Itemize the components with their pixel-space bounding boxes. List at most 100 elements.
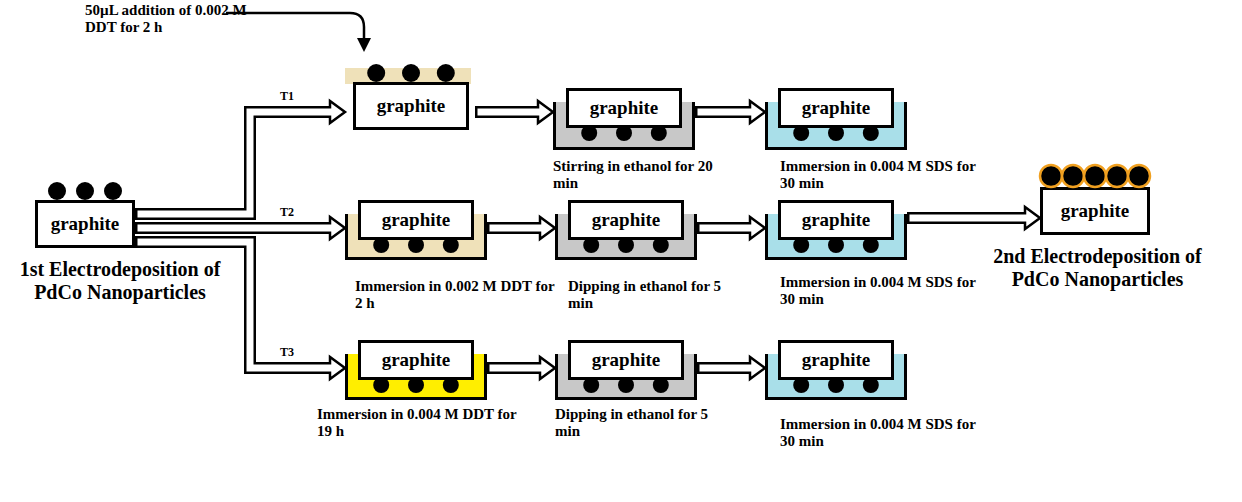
electrode-label: graphite xyxy=(35,200,135,248)
step-caption: 2nd Electrodeposition of PdCo Nanopartic… xyxy=(985,245,1210,291)
pdco-nanoparticle xyxy=(581,125,597,141)
pdco-nanoparticle xyxy=(408,237,424,253)
step-caption: Immersion in 0.004 M DDT for 19 h xyxy=(317,406,532,441)
pdco-nanoparticle xyxy=(1040,165,1062,187)
process-arrow xyxy=(135,101,345,214)
pdco-nanoparticle xyxy=(618,237,634,253)
arrow-inner xyxy=(138,112,334,214)
arrow-inner xyxy=(700,225,754,232)
pdco-nanoparticle xyxy=(104,182,122,200)
pdco-nanoparticle xyxy=(443,377,459,393)
step-caption: Immersion in 0.004 M SDS for 30 min xyxy=(780,274,985,309)
process-arrow xyxy=(695,101,765,123)
treatment-tag: T1 xyxy=(280,90,294,104)
pdco-nanoparticle xyxy=(793,125,809,141)
step-caption: Stirring in ethanol for 20 min xyxy=(553,158,713,193)
arrow-outline xyxy=(135,112,330,214)
electrode-step: graphite2nd Electrodeposition of PdCo Na… xyxy=(1040,165,1150,235)
pdco-nanoparticle xyxy=(583,377,599,393)
pdco-nanoparticle xyxy=(863,237,879,253)
pdco-nanoparticle xyxy=(443,237,459,253)
electrode-step: graphiteStirring in ethanol for 20 min xyxy=(553,88,695,150)
electrode-step: graphite xyxy=(345,58,475,130)
process-arrow xyxy=(487,357,555,379)
electrode-step: graphiteDipping in ethanol for 5 min xyxy=(555,200,697,260)
pdco-nanoparticle xyxy=(616,125,632,141)
electrode-text: graphite xyxy=(51,213,120,235)
electrode-text: graphite xyxy=(590,97,659,119)
electrode-step: graphiteImmersion in 0.004 M DDT for 19 … xyxy=(345,340,487,400)
pdco-nanoparticle xyxy=(1062,165,1084,187)
step-caption: Immersion in 0.004 M SDS for 30 min xyxy=(780,158,985,193)
pdco-nanoparticle xyxy=(48,182,66,200)
pointer-arrow xyxy=(226,13,364,40)
step-note: 50µL addition of 0.002 M DDT for 2 h xyxy=(85,2,260,37)
electrode-step: graphite1st Electrodeposition of PdCo Na… xyxy=(35,180,135,248)
process-arrow xyxy=(487,217,555,239)
pdco-nanoparticle xyxy=(367,64,385,82)
electrode-label: graphite xyxy=(358,200,474,240)
electrode-text: graphite xyxy=(1061,200,1130,222)
process-arrow xyxy=(697,357,765,379)
treatment-tag: T2 xyxy=(280,206,294,220)
process-arrow xyxy=(907,207,1040,229)
step-caption: Immersion in 0.002 M DDT for 2 h xyxy=(355,278,555,313)
pdco-nanoparticle xyxy=(828,237,844,253)
process-arrow xyxy=(475,101,553,123)
electrode-label: graphite xyxy=(1040,187,1150,235)
pdco-nanoparticle xyxy=(653,237,669,253)
process-arrow xyxy=(697,217,765,239)
electrode-label: graphite xyxy=(568,200,684,240)
electrode-label: graphite xyxy=(778,88,894,128)
pdco-nanoparticle xyxy=(437,64,455,82)
pdco-nanoparticle xyxy=(828,377,844,393)
electrode-text: graphite xyxy=(377,95,446,117)
pdco-nanoparticle xyxy=(373,237,389,253)
pdco-nanoparticle xyxy=(653,377,669,393)
pdco-nanoparticle xyxy=(1128,165,1150,187)
pdco-nanoparticle xyxy=(863,377,879,393)
pdco-nanoparticle xyxy=(373,377,389,393)
electrode-text: graphite xyxy=(382,209,451,231)
arrow-inner xyxy=(490,225,544,232)
electrode-text: graphite xyxy=(592,209,661,231)
pointer-arrowhead xyxy=(357,38,371,52)
step-caption: Dipping in ethanol for 5 min xyxy=(568,278,728,313)
pdco-nanoparticle xyxy=(793,237,809,253)
pdco-nanoparticle xyxy=(793,377,809,393)
pdco-nanoparticle xyxy=(828,125,844,141)
arrow-inner xyxy=(138,225,334,232)
step-caption: Dipping in ethanol for 5 min xyxy=(555,406,720,441)
pdco-nanoparticle xyxy=(402,64,420,82)
electrode-step: graphiteDipping in ethanol for 5 min xyxy=(555,340,697,400)
arrow-inner xyxy=(698,109,754,116)
electrode-label: graphite xyxy=(778,200,894,240)
pdco-nanoparticle xyxy=(651,125,667,141)
pdco-nanoparticle xyxy=(863,125,879,141)
arrow-inner xyxy=(910,215,1029,222)
electrode-label: graphite xyxy=(358,340,474,380)
electrode-text: graphite xyxy=(382,349,451,371)
step-caption: 1st Electrodeposition of PdCo Nanopartic… xyxy=(0,258,240,304)
electrode-label: graphite xyxy=(778,340,894,380)
pdco-nanoparticle xyxy=(1084,165,1106,187)
pdco-nanoparticle xyxy=(583,237,599,253)
electrode-text: graphite xyxy=(802,209,871,231)
electrode-text: graphite xyxy=(802,349,871,371)
electrode-step: graphiteImmersion in 0.004 M SDS for 30 … xyxy=(765,340,907,400)
arrow-inner xyxy=(478,109,542,116)
electrode-step: graphiteImmersion in 0.004 M SDS for 30 … xyxy=(765,200,907,260)
pdco-nanoparticle xyxy=(618,377,634,393)
electrode-label: graphite xyxy=(566,88,682,128)
step-caption: Immersion in 0.004 M SDS for 30 min xyxy=(780,416,985,451)
arrow-inner xyxy=(490,365,544,372)
electrode-step: graphiteImmersion in 0.004 M SDS for 30 … xyxy=(765,88,907,150)
pdco-nanoparticle xyxy=(408,377,424,393)
arrow-inner xyxy=(700,365,754,372)
pdco-nanoparticle xyxy=(76,182,94,200)
electrode-text: graphite xyxy=(802,97,871,119)
electrode-label: graphite xyxy=(568,340,684,380)
electrode-step: graphiteImmersion in 0.002 M DDT for 2 h xyxy=(345,200,487,260)
pdco-nanoparticle xyxy=(1106,165,1128,187)
